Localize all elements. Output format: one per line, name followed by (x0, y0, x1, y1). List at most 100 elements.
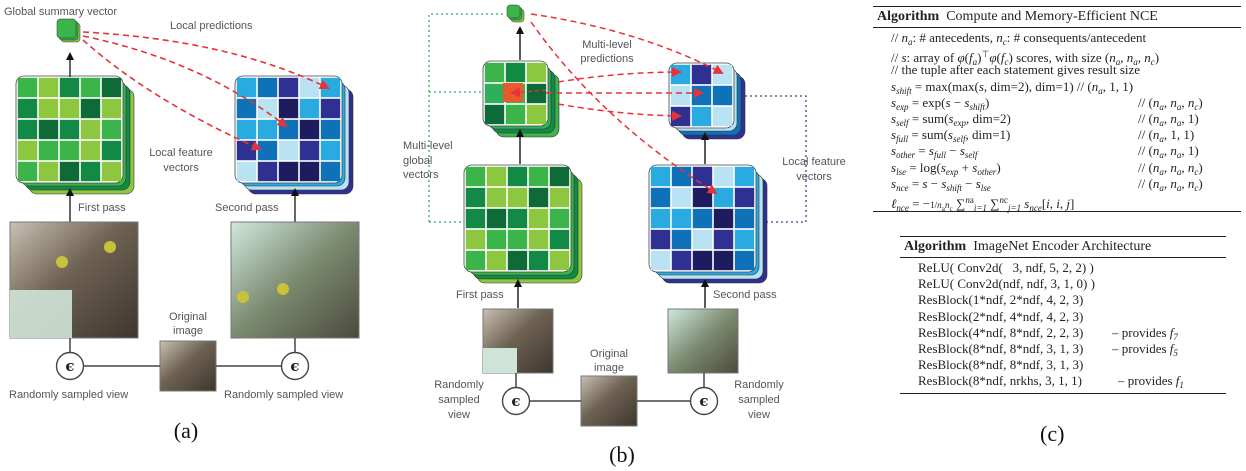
feature-cell (101, 161, 122, 182)
feature-cell (257, 140, 278, 161)
feature-cell (670, 106, 691, 127)
label-local-feature-vectors: vectors (796, 171, 832, 183)
feature-cell (101, 119, 122, 140)
epsilon-symbol: ϵ (699, 392, 708, 410)
first-pass-view-window (10, 290, 72, 338)
algorithm-line: ℓnce = −1/nanc ∑nai=1 ∑ncj=1 snce[i, i, … (891, 194, 1075, 213)
provides-annotation: – provides f1 (1118, 373, 1184, 391)
algorithm-comment: // the tuple after each statement gives … (891, 62, 1141, 78)
epsilon-symbol: ϵ (511, 392, 520, 410)
local-feature-map-second-pass (648, 164, 768, 284)
feature-cell (692, 166, 713, 187)
feature-cell (734, 208, 755, 229)
feature-cell (486, 187, 507, 208)
feature-cell (650, 166, 671, 187)
label-randomly-sampled-view: Randomly sampled view (9, 389, 128, 401)
local-prediction-arrow (82, 35, 288, 128)
encoder-layer: ResBlock(1*ndf, 2*ndf, 4, 2, 3) (918, 292, 1084, 308)
encoder-layer: ResBlock(8*ndf, nrkhs, 3, 1, 1)– provide… (900, 373, 1226, 390)
feature-cell (59, 77, 80, 98)
feature-cell (692, 229, 713, 250)
algorithm-encoder-box: Algorithm ImageNet Encoder Architecture … (900, 236, 1226, 394)
feature-cell (299, 119, 320, 140)
feature-cell (236, 98, 257, 119)
feature-cell (734, 187, 755, 208)
label-original-image: image (173, 325, 203, 337)
feature-cell (299, 77, 320, 98)
caption-a: (a) (174, 418, 198, 443)
feature-cell (38, 119, 59, 140)
feature-cell (299, 161, 320, 182)
feature-cell (101, 98, 122, 119)
feature-cell (712, 106, 733, 127)
feature-cell (526, 83, 547, 104)
feature-cell (713, 166, 734, 187)
random-sampling-node (280, 351, 310, 381)
feature-cell (713, 250, 734, 271)
feature-cell (236, 161, 257, 182)
label-global-summary-vector: Global summary vector (4, 6, 117, 18)
feature-cell (650, 187, 671, 208)
feature-cell (236, 77, 257, 98)
encoder-layer: ReLU( Conv2d( 3, ndf, 5, 2, 2) ) (918, 260, 1094, 275)
algorithm-line: sother = sfull − sself// (na, na, 1) (891, 143, 1199, 161)
feature-cell (299, 98, 320, 119)
local-prediction-arrow (82, 39, 262, 151)
feature-cell (692, 187, 713, 208)
encoder-layer: ResBlock(2*ndf, 4*ndf, 4, 2, 3) (918, 308, 1084, 324)
feature-cell (465, 250, 486, 271)
feature-cell (528, 229, 549, 250)
feature-cell (734, 166, 755, 187)
epsilon-symbol: ϵ (65, 357, 74, 375)
feature-cell (691, 106, 712, 127)
feature-cell (713, 229, 734, 250)
feature-cell (80, 119, 101, 140)
label-first-pass: First pass (78, 202, 126, 214)
feature-cell (278, 119, 299, 140)
feature-cell (507, 187, 528, 208)
cat-eye (237, 291, 249, 303)
feature-cell (650, 229, 671, 250)
feature-cell (17, 119, 38, 140)
label-original-image: image (594, 362, 624, 374)
feature-cell (80, 77, 101, 98)
label-randomly-sampled-view: sampled (738, 394, 780, 406)
feature-cell (671, 187, 692, 208)
feature-cell (320, 161, 341, 182)
feature-cell (257, 98, 278, 119)
feature-cell (320, 119, 341, 140)
random-sampling-node (501, 386, 531, 416)
label-multi-level-global-vectors: vectors (403, 169, 439, 181)
feature-cell (671, 250, 692, 271)
second-pass-view-image (230, 221, 360, 339)
feature-cell (38, 77, 59, 98)
algorithm-line: sfull = sum(sself, dim=1)// (na, 1, 1) (891, 127, 1195, 145)
label-first-pass: First pass (456, 289, 504, 301)
label-randomly-sampled-view: view (448, 409, 470, 421)
feature-cell (484, 62, 505, 83)
multi-level-prediction-arrow (510, 87, 547, 98)
feature-cell (713, 187, 734, 208)
global-summary-vector-cube (56, 18, 81, 43)
label-original-image: Original (169, 311, 207, 323)
local-prediction-arrow (82, 31, 330, 89)
label-randomly-sampled-view: sampled (438, 394, 480, 406)
feature-cell (17, 77, 38, 98)
label-multi-level-global-vectors: global (403, 155, 432, 167)
algorithm-title: Compute and Memory-Efficient NCE (946, 9, 1158, 24)
local-feature-map-first-pass (463, 164, 583, 284)
encoder-layer-list: ReLU( Conv2d( 3, ndf, 5, 2, 2) )ReLU( Co… (900, 258, 1226, 390)
algorithm-title: ImageNet Encoder Architecture (973, 239, 1152, 254)
first-pass-view-window (483, 348, 517, 373)
feature-cell (526, 104, 547, 125)
feature-cell (691, 85, 712, 106)
label-multi-level-global-vectors: Multi-level (403, 140, 453, 152)
feature-cell (528, 187, 549, 208)
feature-cell (505, 104, 526, 125)
algorithm-line: slse = log(sexp + sother)// (na, na, nc) (891, 159, 1203, 177)
feature-cell (484, 83, 505, 104)
feature-cell (236, 119, 257, 140)
algorithm-line: sself = sum(sexp, dim=2)// (na, na, 1) (891, 110, 1199, 128)
feature-cell (17, 98, 38, 119)
algorithm-keyword: Algorithm (904, 239, 967, 254)
